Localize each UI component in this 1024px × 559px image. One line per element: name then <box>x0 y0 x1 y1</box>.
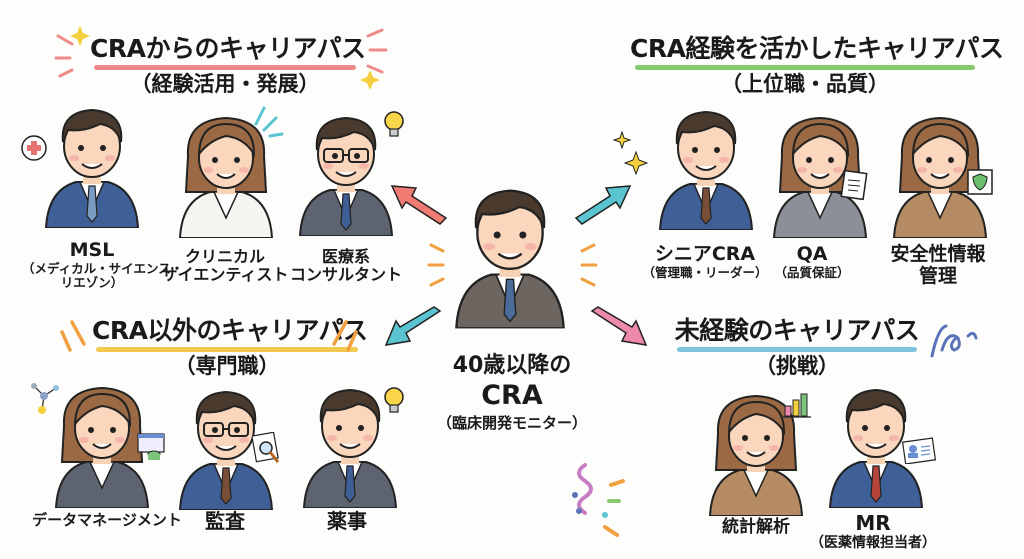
person-senior-cra <box>646 100 766 230</box>
section-title-bottom-right: 未経験のキャリアパス （挑戦） <box>672 316 922 380</box>
section-heading: CRAからのキャリアパス <box>90 34 366 63</box>
role-subtitle: （管理職・リーダー） <box>642 264 768 280</box>
role-subtitle: （メディカル・サイエンス・ <box>22 260 184 276</box>
section-title-bottom-left: CRA以外のキャリアパス （専門職） <box>92 316 368 380</box>
scribble-decoration-icon <box>930 324 978 358</box>
role-label-msl: MSL （メディカル・サイエンス・ リエゾン） <box>22 239 184 291</box>
heading-underline <box>677 347 917 352</box>
id-badge-icon <box>902 437 936 464</box>
role-name: 薬事 <box>327 509 367 533</box>
role-label-data-management: データマネージメント <box>22 511 192 529</box>
section-subheading: （挑戦） <box>755 354 839 378</box>
role-label-audit: 監査 <box>180 510 270 533</box>
role-name: 安全性情報 <box>890 243 986 265</box>
section-subheading: （上位職・品質） <box>721 72 889 96</box>
clipboard-icon <box>840 169 868 200</box>
arrow-down-right-icon <box>590 306 648 346</box>
arrow-up-left-icon <box>390 185 448 225</box>
bar-chart-icon <box>783 393 811 418</box>
shield-check-icon <box>967 169 993 195</box>
role-name: シニアCRA <box>654 243 756 265</box>
role-label-qa: QA （品質保証） <box>762 243 862 280</box>
lightbulb-icon <box>384 111 404 137</box>
section-subheading: （専門職） <box>174 354 280 378</box>
role-name: クリニカル <box>184 247 265 266</box>
role-label-senior-cra: シニアCRA （管理職・リーダー） <box>630 243 780 280</box>
heading-underline <box>635 65 975 70</box>
arrow-up-right-icon <box>574 185 632 225</box>
magnifier-icon <box>252 432 280 463</box>
role-subtitle: サイエンティスト <box>161 265 289 285</box>
role-subtitle: （品質保証） <box>774 264 850 280</box>
section-heading: CRA経験を活かしたキャリアパス <box>630 34 1004 63</box>
role-subtitle: （医薬情報担当者） <box>810 535 936 551</box>
center-label-line2: CRA <box>481 380 543 411</box>
section-subheading: （経験活用・発展） <box>130 72 320 96</box>
heading-underline <box>96 347 358 352</box>
medical-cross-bubble-icon <box>21 135 47 161</box>
database-icon <box>137 433 165 460</box>
role-label-biostatistics: 統計解析 <box>696 517 816 538</box>
section-title-top-right: CRA経験を活かしたキャリアパス （上位職・品質） <box>630 34 1004 98</box>
role-name: 監査 <box>205 509 245 533</box>
role-subtitle: コンサルタント <box>289 265 402 285</box>
network-nodes-icon <box>31 383 59 414</box>
arrow-down-left-icon <box>384 306 442 346</box>
role-name: 医療系 <box>321 247 370 266</box>
role-name: データマネージメント <box>32 511 182 529</box>
emphasis-lines-icon <box>427 243 598 287</box>
role-name: 統計解析 <box>722 517 790 537</box>
lightbulb-icon <box>384 387 404 413</box>
role-subtitle: 管理 <box>918 264 957 287</box>
role-subtitle-2: リエゾン） <box>60 275 124 291</box>
center-label-line1: 40歳以降の <box>452 353 572 378</box>
center-label: 40歳以降の CRA （臨床開発モニター） <box>432 352 592 434</box>
role-label-regulatory-affairs: 薬事 <box>302 510 392 533</box>
section-title-top-left: CRAからのキャリアパス （経験活用・発展） <box>90 34 366 98</box>
role-name: QA <box>796 243 828 265</box>
orange-lines-decoration-icon <box>60 320 358 352</box>
sparkle-decoration-icon <box>54 26 388 90</box>
person-illustration <box>646 100 766 230</box>
role-label-clinical-scientist: クリニカル サイエンティスト <box>160 247 290 285</box>
sparkle-icon <box>612 130 649 176</box>
confetti-decoration-icon <box>572 463 625 537</box>
role-label-mr: MR （医薬情報担当者） <box>798 511 948 552</box>
section-heading: 未経験のキャリアパス <box>674 316 920 345</box>
role-label-safety-information: 安全性情報 管理 <box>868 243 1008 288</box>
sparkle-lines-icon <box>254 106 284 138</box>
role-name: MR <box>855 511 891 535</box>
role-label-medical-consultant: 医療系 コンサルタント <box>286 247 406 285</box>
center-label-line3: （臨床開発モニター） <box>436 414 587 432</box>
role-name: MSL <box>69 239 115 261</box>
section-heading: CRA以外のキャリアパス <box>92 316 368 345</box>
heading-underline <box>94 65 356 70</box>
